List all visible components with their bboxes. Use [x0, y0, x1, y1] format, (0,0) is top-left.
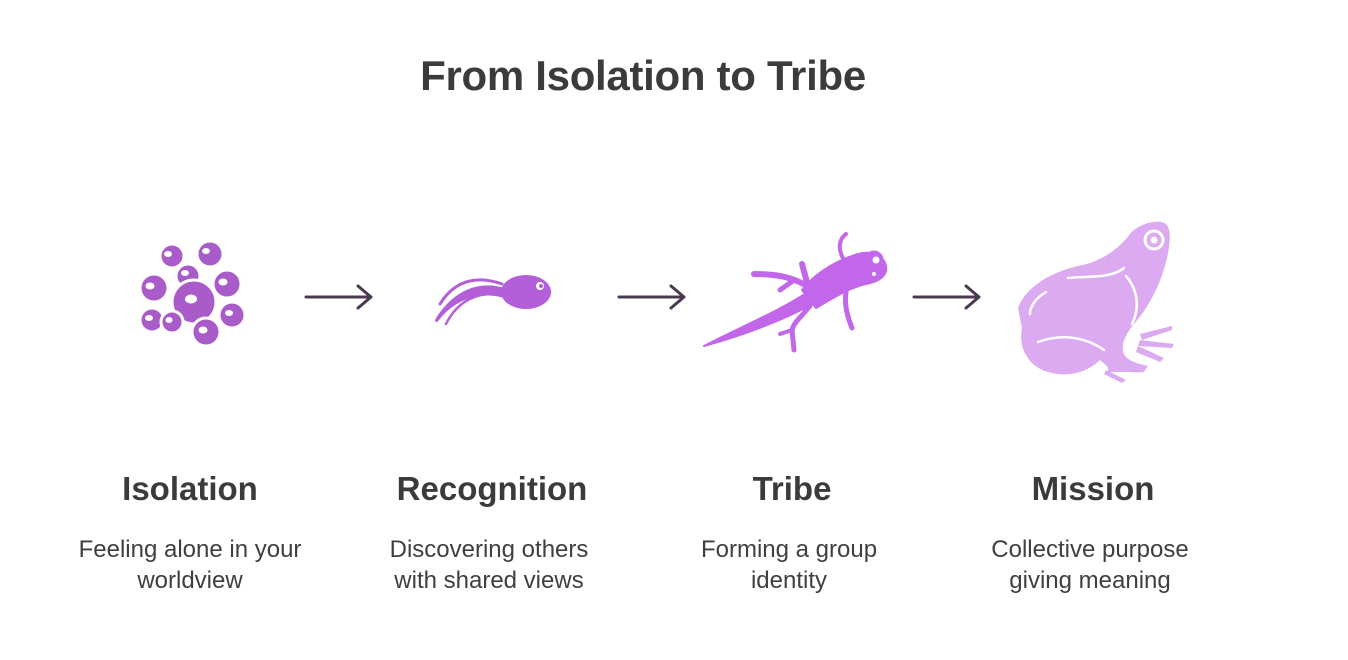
right-arrow-icon — [912, 284, 981, 310]
stage-name-recognition: Recognition — [396, 470, 588, 507]
stage-desc-line: Discovering others — [389, 536, 589, 563]
stage-desc-isolation: Feeling alone in your worldview — [40, 534, 340, 596]
stage-name-mission: Mission — [1031, 470, 1155, 507]
froglet-icon — [703, 232, 888, 353]
frog-icon — [1018, 221, 1174, 383]
stage-desc-line: Collective purpose — [991, 536, 1189, 563]
tadpole-icon — [435, 275, 551, 326]
diagram-title: From Isolation to Tribe — [420, 52, 866, 99]
stage-desc-recognition: Discovering others with shared views — [339, 534, 639, 596]
stage-desc-line: Feeling alone in your — [78, 536, 302, 563]
stage-desc-tribe: Forming a group identity — [639, 534, 939, 596]
stage-desc-line: worldview — [137, 567, 243, 594]
right-arrow-icon — [617, 284, 686, 310]
frog-eggs-icon — [138, 239, 247, 348]
stage-desc-line: with shared views — [394, 567, 584, 594]
stage-desc-mission: Collective purpose giving meaning — [940, 534, 1240, 596]
stage-desc-line: Forming a group — [700, 536, 878, 563]
stage-desc-line: giving meaning — [1009, 567, 1171, 594]
stage-desc-line: identity — [750, 567, 828, 594]
right-arrow-icon — [304, 284, 373, 310]
stage-name-tribe: Tribe — [752, 470, 832, 507]
stage-name-isolation: Isolation — [122, 470, 258, 507]
